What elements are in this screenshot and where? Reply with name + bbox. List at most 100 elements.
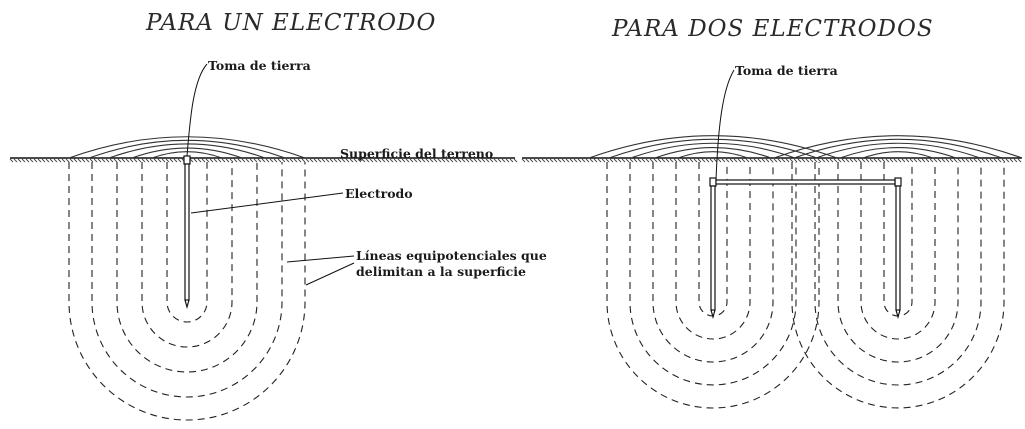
ground-hatch [625,158,630,163]
equipotential-line [652,162,774,363]
ground-hatch [201,158,206,163]
ground-hatch [737,158,742,163]
ground-hatch [921,158,926,163]
ground-hatch [121,158,126,163]
ground-hatch [721,158,726,163]
leader-toma-left [186,63,208,157]
equipotential-line [837,162,959,363]
ground-hatch [941,158,946,163]
ground-hatch [429,158,434,163]
ground-hatch [865,158,870,163]
leader-lineas-2 [305,262,355,286]
ground-hatch [405,158,410,163]
ground-hatch [73,158,78,163]
ground-hatch [97,158,102,163]
ground-hatch [857,158,862,163]
ground-hatch [209,158,214,163]
ground-hatch [237,158,242,163]
ground-hatch [109,158,114,163]
ground-hatch [461,158,466,163]
ground-hatch [989,158,994,163]
ground-hatch [885,158,890,163]
title-two-electrodes: PARA DOS ELECTRODOS [612,16,934,42]
surface-arc [608,138,818,159]
ground-hatch [781,158,786,163]
ground-hatch [765,158,770,163]
ground-hatch [193,158,198,163]
ground-hatch [325,158,330,163]
ground-hatch [229,158,234,163]
ground-hatch [233,158,238,163]
ground-hatch [205,158,210,163]
ground-hatch [661,158,666,163]
ground-hatch [301,158,306,163]
ground-hatch [633,158,638,163]
ground-hatch [345,158,350,163]
ground-hatch [685,158,690,163]
ground-hatch [637,158,642,163]
ground-hatch [897,158,902,163]
ground-hatch [249,158,254,163]
label-lineas-line1: Líneas equipotenciales que [356,248,547,263]
ground-hatch [133,158,138,163]
ground-hatch [497,158,502,163]
ground-hatch [817,158,822,163]
equipotential-line [675,162,751,340]
ground-hatch [757,158,762,163]
surface-arc [815,142,981,159]
surface-arc [793,138,1003,159]
ground-hatch [129,158,134,163]
ground-hatch [665,158,670,163]
equipotential-line [68,162,306,421]
ground-hatch [153,158,158,163]
ground-hatch [905,158,910,163]
left-surface-arcs [68,136,306,159]
ground-hatch [861,158,866,163]
ground-hatch [553,158,558,163]
ground-hatch [253,158,258,163]
ground-hatch [17,158,22,163]
ground-hatch [845,158,850,163]
ground-hatch [657,158,662,163]
ground-hatch [169,158,174,163]
ground-hatch [329,158,334,163]
ground-hatch [729,158,734,163]
ground-hatch [573,158,578,163]
surface-arc [862,151,934,159]
ground-hatch [961,158,966,163]
title-one-electrode: PARA UN ELECTRODO [146,10,437,36]
label-toma-de-tierra-right: Toma de tierra [735,63,838,78]
ground-hatch [377,158,382,163]
ground-hatch [577,158,582,163]
ground-hatch [89,158,94,163]
ground-hatch [669,158,674,163]
ground-hatch [925,158,930,163]
ground-hatch [613,158,618,163]
ground-hatch [749,158,754,163]
ground-hatch [793,158,798,163]
ground-hatch [369,158,374,163]
ground-hatch [917,158,922,163]
ground-hatch [761,158,766,163]
ground-hatch [473,158,478,163]
ground-hatch [137,158,142,163]
ground-terminal [183,155,191,165]
ground-hatch [341,158,346,163]
ground-hatch [29,158,34,163]
ground-hatch [393,158,398,163]
ground-hatch [177,158,182,163]
ground-hatch [165,158,170,163]
surface-arc [630,142,796,159]
label-electrodo: Electrodo [345,186,413,201]
surface-arc [88,139,286,159]
ground-hatch [117,158,122,163]
ground-hatch [509,158,514,163]
ground-hatch [949,158,954,163]
ground-hatch [753,158,758,163]
equipotential-line [91,162,283,398]
ground-hatch [1013,158,1018,163]
ground-hatch [25,158,30,163]
ground-hatch [197,158,202,163]
ground-hatch [45,158,50,163]
ground-surface [9,157,1022,163]
